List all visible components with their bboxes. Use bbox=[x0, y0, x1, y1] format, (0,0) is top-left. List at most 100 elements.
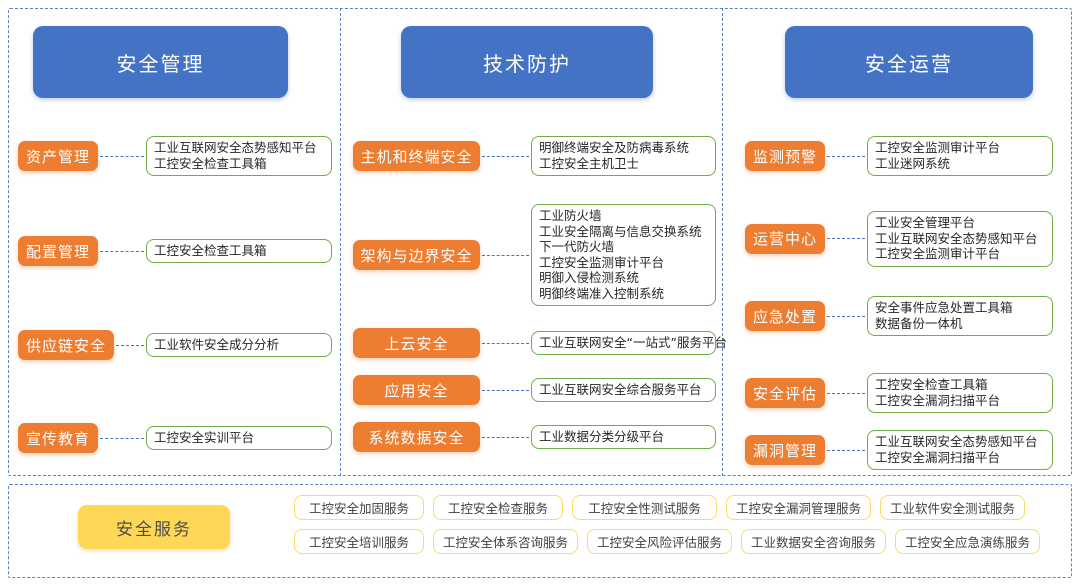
connector-line bbox=[482, 389, 529, 391]
column-technical-protection: 技术防护 主机和终端安全 明御终端安全及防病毒系统 工控安全主机卫士 架构与边界… bbox=[341, 8, 727, 476]
column-header-2: 技术防护 bbox=[401, 26, 653, 98]
tag-monitoring-warning[interactable]: 监测预警 bbox=[745, 141, 825, 171]
tag-asset-management[interactable]: 资产管理 bbox=[18, 141, 98, 171]
row-operations-center[interactable]: 运营中心 工业安全管理平台 工业互联网安全态势感知平台 工控安全监测审计平台 bbox=[745, 211, 1053, 267]
items-cloud-security: 工业互联网安全“一站式”服务平台 bbox=[531, 330, 727, 356]
column-divider-1 bbox=[340, 8, 341, 476]
connector-line bbox=[482, 436, 529, 438]
row-security-assessment[interactable]: 安全评估 工控安全检查工具箱 工控安全漏洞扫描平台 bbox=[745, 373, 1053, 413]
top-panel bbox=[8, 8, 1072, 476]
column-security-management: 安全管理 资产管理 工业互联网安全态势感知平台 工控安全检查工具箱 配置管理 工… bbox=[8, 8, 340, 476]
item-text: 工业互联网安全“一站式”服务平台 bbox=[539, 334, 727, 350]
chip-service[interactable]: 工业数据安全咨询服务 bbox=[741, 529, 886, 554]
column-security-operations: 安全运营 监测预警 工控安全监测审计平台 工业迷网系统 运营中心 工业安全管理平… bbox=[723, 8, 1072, 476]
item-text: 工控安全检查工具箱 bbox=[875, 377, 988, 392]
column-header-1: 安全管理 bbox=[33, 26, 288, 98]
chip-service[interactable]: 工控安全应急演练服务 bbox=[895, 529, 1040, 554]
connector-line bbox=[827, 238, 865, 240]
item-text: 工控安全漏洞扫描平台 bbox=[875, 392, 1001, 408]
connector-line bbox=[482, 155, 529, 157]
items-application-security: 工业互联网安全综合服务平台 bbox=[531, 377, 716, 403]
items-asset-management: 工业互联网安全态势感知平台 工控安全检查工具箱 bbox=[146, 136, 332, 176]
connector-line bbox=[100, 250, 144, 252]
items-supply-chain-security: 工业软件安全成分分析 bbox=[146, 332, 332, 358]
chip-service[interactable]: 工控安全加固服务 bbox=[294, 495, 424, 520]
connector-line bbox=[827, 315, 865, 317]
item-text: 工业安全管理平台 bbox=[875, 215, 976, 230]
tag-system-data-security[interactable]: 系统数据安全 bbox=[353, 422, 480, 452]
connector-line bbox=[827, 392, 865, 394]
chip-service[interactable]: 工控安全体系咨询服务 bbox=[433, 529, 578, 554]
row-monitoring-warning[interactable]: 监测预警 工控安全监测审计平台 工业迷网系统 bbox=[745, 136, 1053, 176]
item-text: 安全事件应急处置工具箱 bbox=[875, 300, 1013, 315]
chip-service[interactable]: 工控安全检查服务 bbox=[433, 495, 563, 520]
item-text: 明御入侵检测系统 bbox=[539, 270, 640, 285]
row-cloud-security[interactable]: 上云安全 工业互联网安全“一站式”服务平台 bbox=[353, 328, 727, 358]
item-text: 工控安全检查工具箱 bbox=[154, 155, 267, 171]
item-text: 工业互联网安全态势感知平台 bbox=[154, 140, 317, 155]
items-operations-center: 工业安全管理平台 工业互联网安全态势感知平台 工控安全监测审计平台 bbox=[867, 211, 1053, 267]
item-text: 工业安全隔离与信息交换系统 bbox=[539, 223, 702, 239]
row-publicity-education[interactable]: 宣传教育 工控安全实训平台 bbox=[18, 423, 332, 453]
tag-host-endpoint-security[interactable]: 主机和终端安全 bbox=[353, 141, 480, 171]
item-text: 工业迷网系统 bbox=[875, 155, 951, 171]
chip-service[interactable]: 工控安全风险评估服务 bbox=[587, 529, 732, 554]
chip-service[interactable]: 工控安全性测试服务 bbox=[572, 495, 717, 520]
items-emergency-response: 安全事件应急处置工具箱 数据备份一体机 bbox=[867, 296, 1053, 336]
row-application-security[interactable]: 应用安全 工业互联网安全综合服务平台 bbox=[353, 375, 716, 405]
tag-operations-center[interactable]: 运营中心 bbox=[745, 223, 825, 254]
items-monitoring-warning: 工控安全监测审计平台 工业迷网系统 bbox=[867, 136, 1053, 176]
item-text: 工业软件安全成分分析 bbox=[154, 336, 280, 352]
item-text: 工控安全实训平台 bbox=[154, 429, 255, 445]
connector-line bbox=[482, 342, 529, 344]
item-text: 工业互联网安全综合服务平台 bbox=[539, 381, 702, 397]
connector-line bbox=[116, 344, 144, 346]
row-host-endpoint-security[interactable]: 主机和终端安全 明御终端安全及防病毒系统 工控安全主机卫士 bbox=[353, 136, 716, 176]
tag-security-assessment[interactable]: 安全评估 bbox=[745, 378, 825, 408]
row-supply-chain-security[interactable]: 供应链安全 工业软件安全成分分析 bbox=[18, 330, 332, 360]
item-text: 数据备份一体机 bbox=[875, 315, 963, 331]
tag-supply-chain-security[interactable]: 供应链安全 bbox=[18, 330, 114, 360]
item-text: 工控安全监测审计平台 bbox=[539, 254, 665, 270]
items-vulnerability-management: 工业互联网安全态势感知平台 工控安全漏洞扫描平台 bbox=[867, 430, 1053, 470]
row-system-data-security[interactable]: 系统数据安全 工业数据分类分级平台 bbox=[353, 422, 716, 452]
chip-service[interactable]: 工控安全漏洞管理服务 bbox=[726, 495, 871, 520]
item-text: 明御终端准入控制系统 bbox=[539, 285, 665, 301]
item-text: 工控安全监测审计平台 bbox=[875, 246, 1001, 261]
tag-emergency-response[interactable]: 应急处置 bbox=[745, 301, 825, 331]
row-emergency-response[interactable]: 应急处置 安全事件应急处置工具箱 数据备份一体机 bbox=[745, 296, 1053, 336]
tag-security-services[interactable]: 安全服务 bbox=[78, 505, 230, 549]
tag-architecture-boundary-security[interactable]: 架构与边界安全 bbox=[353, 240, 480, 270]
items-security-assessment: 工控安全检查工具箱 工控安全漏洞扫描平台 bbox=[867, 373, 1053, 413]
item-text: 工业防火墙 bbox=[539, 208, 602, 223]
items-publicity-education: 工控安全实训平台 bbox=[146, 425, 332, 451]
tag-vulnerability-management[interactable]: 漏洞管理 bbox=[745, 435, 825, 465]
row-config-management[interactable]: 配置管理 工控安全检查工具箱 bbox=[18, 236, 332, 266]
tag-application-security[interactable]: 应用安全 bbox=[353, 375, 480, 405]
item-text: 工控安全检查工具箱 bbox=[154, 242, 267, 258]
connector-line bbox=[100, 437, 144, 439]
row-vulnerability-management[interactable]: 漏洞管理 工业互联网安全态势感知平台 工控安全漏洞扫描平台 bbox=[745, 430, 1053, 470]
items-system-data-security: 工业数据分类分级平台 bbox=[531, 424, 716, 450]
bottom-panel bbox=[8, 484, 1072, 578]
chip-service[interactable]: 工业软件安全测试服务 bbox=[880, 495, 1025, 520]
connector-line bbox=[482, 254, 529, 256]
item-text: 明御终端安全及防病毒系统 bbox=[539, 140, 690, 155]
connector-line bbox=[100, 155, 144, 157]
chip-service[interactable]: 工控安全培训服务 bbox=[294, 529, 424, 554]
service-chip-grid: 工控安全加固服务 工控安全检查服务 工控安全性测试服务 工控安全漏洞管理服务 工… bbox=[294, 495, 1056, 554]
items-architecture-boundary-security: 工业防火墙 工业安全隔离与信息交换系统 下一代防火墙 工控安全监测审计平台 明御… bbox=[531, 204, 716, 306]
connector-line bbox=[827, 155, 865, 157]
item-text: 工业互联网安全态势感知平台 bbox=[875, 230, 1038, 246]
tag-config-management[interactable]: 配置管理 bbox=[18, 236, 98, 266]
item-text: 工控安全漏洞扫描平台 bbox=[875, 449, 1001, 465]
tag-publicity-education[interactable]: 宣传教育 bbox=[18, 423, 98, 453]
item-text: 工业互联网安全态势感知平台 bbox=[875, 434, 1038, 449]
item-text: 工业数据分类分级平台 bbox=[539, 428, 665, 444]
tag-cloud-security[interactable]: 上云安全 bbox=[353, 328, 480, 358]
items-host-endpoint-security: 明御终端安全及防病毒系统 工控安全主机卫士 bbox=[531, 136, 716, 176]
row-architecture-boundary-security[interactable]: 架构与边界安全 工业防火墙 工业安全隔离与信息交换系统 下一代防火墙 工控安全监… bbox=[353, 204, 716, 306]
row-asset-management[interactable]: 资产管理 工业互联网安全态势感知平台 工控安全检查工具箱 bbox=[18, 136, 332, 176]
column-divider-2 bbox=[722, 8, 723, 476]
